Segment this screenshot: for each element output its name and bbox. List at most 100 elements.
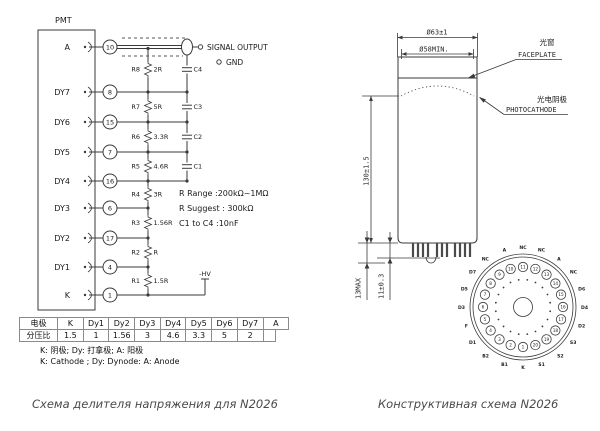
socket-pin-A: 13A [541,256,561,280]
resistor-value: 4.6R [154,163,169,171]
socket-pin-label: D2 [578,323,585,329]
electrode-label: A [65,43,71,52]
socket-pin-number: 12 [533,267,539,272]
socket-index-dot [546,293,549,296]
socket-pin-circle [550,278,561,289]
socket-pin-B1: 2B1 [501,339,516,368]
socket-pin-label: NC [538,248,546,254]
contact-dot [83,206,87,210]
contact-dot [83,179,87,183]
contact-dot [83,90,87,94]
socket-pin-B2: 3B2 [482,334,505,359]
resistor-ref: R6 [131,133,140,141]
socket-pin-D3: 6D3 [458,301,489,313]
capacitor-C3: C3 [181,103,202,111]
socket-index-dot [494,301,497,304]
resistor-symbol [143,61,153,78]
resistor-symbol [143,273,153,289]
junction-dot [146,179,150,183]
photocathode-label-cn: 光电阴极 [537,94,567,104]
socket-pin-label: B2 [482,353,489,359]
signal-output-label: SIGNAL OUTPUT [207,43,268,52]
socket-pin-label: D6 [578,286,585,292]
socket-pin-number: 9 [498,272,501,277]
socket-index-dot [534,281,537,284]
socket-pin-circle [530,339,541,351]
resistor-R5: R5 4.6R [131,158,169,175]
pin-number-circle [102,39,118,55]
resistor-symbol [143,158,153,175]
socket-pin-circle [541,334,552,345]
cap-value-note: C1 to C4 :10nF [179,219,239,228]
resistor-ref: R5 [131,163,140,171]
socket-index-dot [534,330,537,333]
electrode-label: DY4 [54,177,70,186]
socket-pin-number: 8 [489,281,492,286]
resistor-ref: R7 [131,103,140,111]
resistor-symbol [143,244,153,261]
socket-pin-number: 3 [498,337,501,342]
ratio-cell: 3.3 [185,329,213,342]
capacitor-label: C2 [194,133,203,141]
socket-pin-label: S3 [570,340,577,346]
signal-output-terminal [197,44,204,50]
socket-index-dot [502,286,505,289]
socket-index-dot [502,325,505,328]
socket-pin-circle [517,261,529,273]
socket-index-dot [526,278,529,281]
socket-pin-circle [494,269,505,280]
resistor-R2: R2 R [131,244,159,261]
pin-number: 7 [108,148,112,156]
resistor-ref: R8 [131,66,140,74]
divider-ratio-table: 电极 K Dy1 Dy2 Dy3 Dy4 Dy5 Dy6 Dy7 A 分压比 1… [19,317,290,342]
pmt-title: PMT [55,16,72,25]
socket-pin-circle [555,314,567,325]
socket-index-dot [541,325,544,328]
dim-height: 130±1.5 [363,156,371,186]
dim-outer-diameter: Ø63±1 [426,29,447,37]
socket-index-dot [549,310,552,313]
capacitor-C2: C2 [181,133,202,141]
dim-window-diameter: Ø58MIN. [419,46,449,54]
socket-pin-circle [479,289,491,300]
junction-dot [185,179,189,183]
resistor-ref: R2 [131,249,140,257]
junction-dot [146,206,150,210]
socket-pin-label: NC [570,270,578,276]
mask [181,65,193,74]
junction-dot [146,150,150,154]
socket-pin-label: D7 [469,270,476,276]
socket-index-dot [546,318,549,321]
tube-construction-drawing: Ø63±1 Ø58MIN. 130±1.5 13MAX 11±0.3 [355,29,568,300]
socket-pin-label: D5 [461,286,468,292]
socket-pin-number: 20 [533,343,539,348]
socket-pin-label: K [521,365,525,371]
hv-label: -HV [199,270,211,278]
socket-pin-label: A [557,256,561,262]
socket-pin-D5: 7D5 [461,286,491,300]
faceplate-label-en: FACEPLATE [518,51,556,59]
photocathode-arc [400,85,475,97]
caption-left: Схема делителя напряжения для N2026 [32,397,278,411]
socket-index-dot [526,333,529,336]
resistor-value: R [154,249,159,257]
socket-index-dot [549,301,552,304]
pin-number: 16 [106,177,114,185]
socket-pin-circle [485,325,496,336]
ratio-cell-spacer [262,329,276,342]
pin-number: 6 [108,204,112,212]
pin-number: 17 [106,234,114,242]
socket-pin-circle [505,339,516,351]
gnd-terminal [216,59,222,65]
